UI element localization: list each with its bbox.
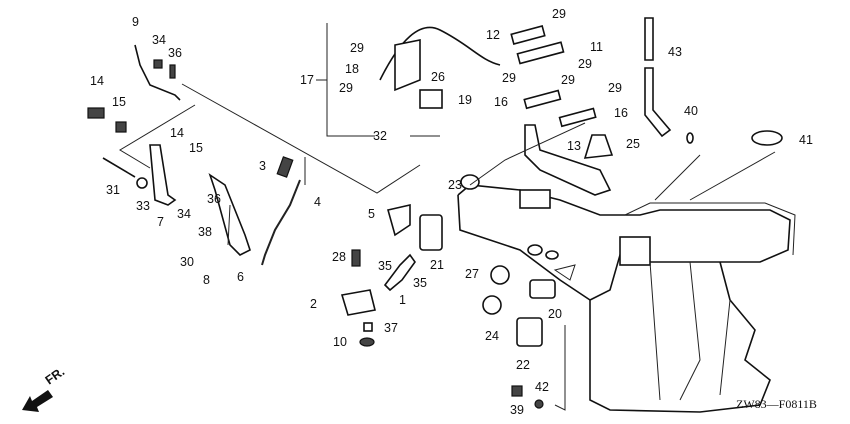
callout-12: 12 xyxy=(486,28,500,42)
shift-shaft xyxy=(524,124,612,196)
callout-42: 42 xyxy=(535,380,549,394)
pin xyxy=(169,64,176,79)
callout-7: 7 xyxy=(157,215,164,229)
callout-14: 14 xyxy=(170,126,184,140)
nut xyxy=(153,59,163,69)
callout-30: 30 xyxy=(180,255,194,269)
callout-29: 29 xyxy=(608,81,622,95)
callout-16: 16 xyxy=(614,106,628,120)
lower-case-housing xyxy=(457,184,796,413)
washer xyxy=(136,177,148,189)
valve xyxy=(340,289,376,316)
bracket xyxy=(394,39,421,92)
bolt xyxy=(102,157,136,178)
parts xyxy=(87,17,783,409)
callout-29: 29 xyxy=(578,57,592,71)
callout-29: 29 xyxy=(552,7,566,21)
callout-31: 31 xyxy=(106,183,120,197)
front-arrow-label: FR. xyxy=(43,364,68,387)
callout-22: 22 xyxy=(516,358,530,372)
callout-33: 33 xyxy=(136,199,150,213)
callout-9: 9 xyxy=(132,15,139,29)
water-tube xyxy=(383,253,416,292)
callout-29: 29 xyxy=(339,81,353,95)
cover xyxy=(419,214,443,251)
callout-14: 14 xyxy=(90,74,104,88)
callout-34: 34 xyxy=(152,33,166,47)
hose xyxy=(644,17,672,138)
callout-2: 2 xyxy=(310,297,317,311)
callout-20: 20 xyxy=(548,307,562,321)
callout-17: 17 xyxy=(300,73,314,87)
callout-35: 35 xyxy=(413,276,427,290)
callout-24: 24 xyxy=(485,329,499,343)
callout-39: 39 xyxy=(510,403,524,417)
leader-lines xyxy=(119,23,776,411)
callout-5: 5 xyxy=(368,207,375,221)
callout-35: 35 xyxy=(378,259,392,273)
callout-8: 8 xyxy=(203,273,210,287)
screw xyxy=(87,107,105,119)
callout-41: 41 xyxy=(799,133,813,147)
callout-4: 4 xyxy=(314,195,321,209)
grommet xyxy=(583,134,614,159)
lever xyxy=(149,144,177,206)
callout-15: 15 xyxy=(112,95,126,109)
callout-37: 37 xyxy=(384,321,398,335)
callout-18: 18 xyxy=(345,62,359,76)
callout-28: 28 xyxy=(332,250,346,264)
front-direction-arrow: FR. xyxy=(22,364,67,412)
callout-36: 36 xyxy=(168,46,182,60)
joint xyxy=(276,156,294,178)
drawing-code: ZW83—F0811B xyxy=(736,397,817,411)
callout-23: 23 xyxy=(448,178,462,192)
callout-26: 26 xyxy=(431,70,445,84)
callout-19: 19 xyxy=(458,93,472,107)
callout-29: 29 xyxy=(502,71,516,85)
throttle-rod xyxy=(134,44,181,101)
grommet-large xyxy=(751,130,783,146)
callout-43: 43 xyxy=(668,45,682,59)
callout-11: 11 xyxy=(590,40,603,54)
callout-32: 32 xyxy=(373,129,387,143)
callout-13: 13 xyxy=(567,139,581,153)
callout-10: 10 xyxy=(333,335,347,349)
callout-36: 36 xyxy=(207,192,221,206)
callout-1: 1 xyxy=(399,293,406,307)
callout-21: 21 xyxy=(430,258,444,272)
callout-29: 29 xyxy=(350,41,364,55)
callout-6: 6 xyxy=(237,270,244,284)
callout-3: 3 xyxy=(259,159,266,173)
callout-15: 15 xyxy=(189,141,203,155)
callout-29: 29 xyxy=(561,73,575,87)
callout-27: 27 xyxy=(465,267,479,281)
callout-40: 40 xyxy=(684,104,698,118)
callout-38: 38 xyxy=(198,225,212,239)
clamp xyxy=(419,89,443,109)
callout-25: 25 xyxy=(626,137,640,151)
callout-16: 16 xyxy=(494,95,508,109)
callout-34: 34 xyxy=(177,207,191,221)
clip xyxy=(115,121,127,133)
